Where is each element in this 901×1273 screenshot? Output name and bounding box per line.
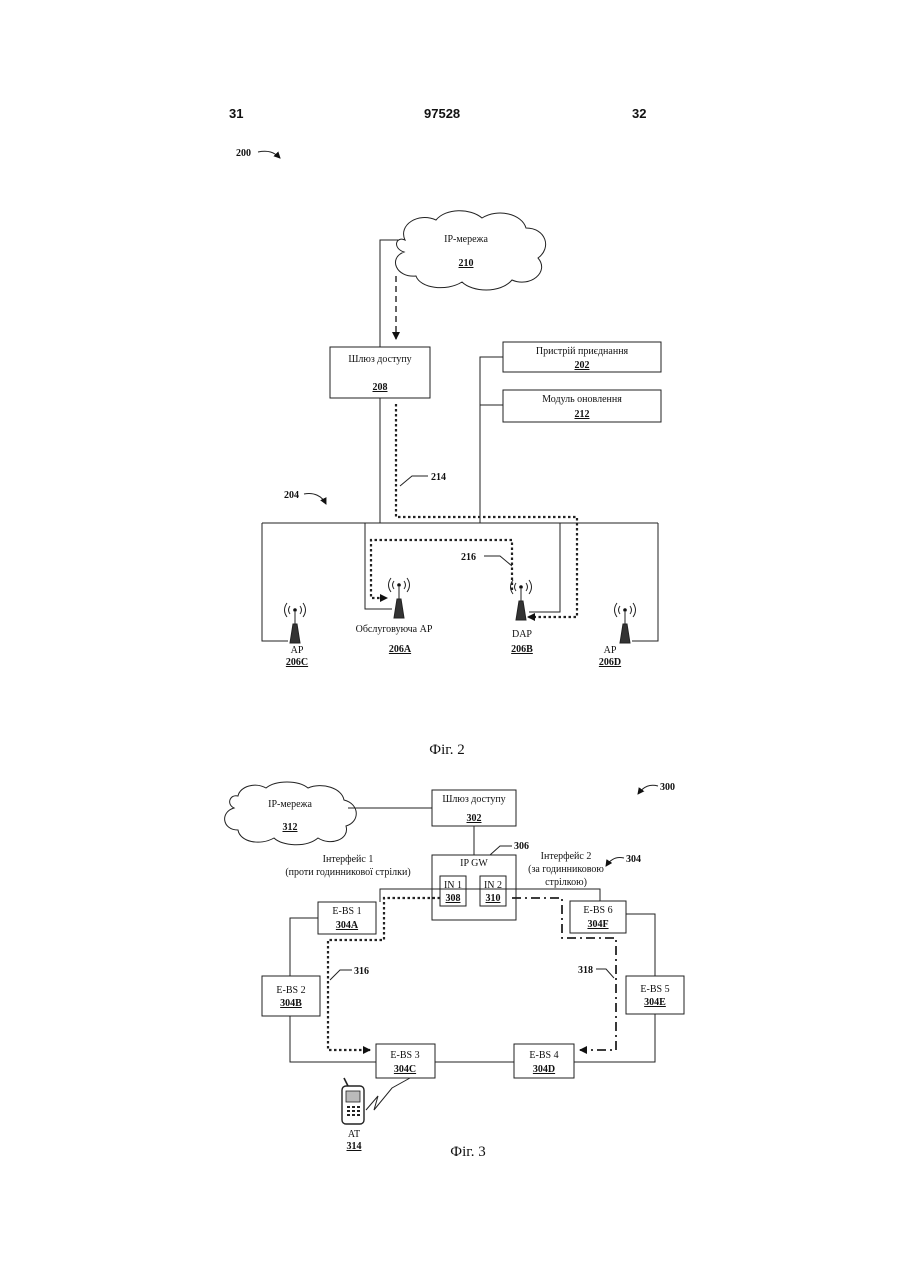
ebs-6-number: 304F [587, 919, 608, 930]
ip-network-cloud-label: IP-мережа [444, 234, 488, 245]
path-216-label: 216 [461, 552, 476, 563]
ip-gw-number-leader [490, 846, 512, 855]
ip-gw-number: 306 [514, 841, 529, 852]
ring-ebs4-ebs5-link [574, 1014, 655, 1062]
ip-gw-label: IP GW [460, 858, 488, 869]
gateway-302-number: 302 [467, 813, 482, 824]
update-module-number: 212 [575, 409, 590, 420]
interface-1-label: Інтерфейс 1 [323, 854, 374, 865]
ap-206a-link [365, 523, 392, 609]
ap-206c-label: AP [291, 645, 304, 656]
ap-206a-number: 206A [389, 644, 412, 655]
interface-1-direction: (проти годинникової стрілки) [285, 867, 410, 878]
ap-206c-antenna-icon [285, 603, 306, 643]
ap-206d-number: 206D [599, 657, 621, 668]
ebs-6-label: E-BS 6 [583, 905, 612, 916]
ap-206d-antenna-icon [615, 603, 636, 643]
terminal-label: AT [348, 1129, 360, 1140]
figure-2: 200 IP-мережа 210 Шлюз доступу 208 Прист… [236, 148, 661, 758]
fig3-ref-label: 300 [660, 782, 675, 793]
ebs-1-number: 304A [336, 920, 359, 931]
ebs-1-label: E-BS 1 [332, 906, 361, 917]
ebs-2-label: E-BS 2 [276, 985, 305, 996]
ap-206a-label: Обслуговуюча AP [356, 624, 433, 635]
dap-206b-antenna-icon [511, 580, 532, 620]
attach-device-link [480, 357, 503, 523]
gateway-302-label: Шлюз доступу [442, 794, 505, 805]
interface-2-label: Інтерфейс 2 [541, 851, 592, 862]
ap-206c-link [262, 523, 288, 641]
interface-2-direction-cont: стрілкою) [545, 877, 587, 888]
path-214-label: 214 [431, 472, 446, 483]
path-216-leader [484, 556, 512, 566]
ap-206b-link [529, 523, 560, 612]
wireless-link-icon [366, 1078, 410, 1110]
path-316-label: 316 [354, 966, 369, 977]
fig3-caption: Фіг. 3 [450, 1144, 485, 1160]
ebs-2-number: 304B [280, 998, 302, 1009]
signal-path-214 [396, 404, 577, 617]
ebs-5-label: E-BS 5 [640, 984, 669, 995]
fig2-network-ref-label: 204 [284, 490, 299, 501]
ap-206d-link [632, 523, 658, 641]
attach-device-number: 202 [575, 360, 590, 371]
fig3-cloud-number: 312 [283, 822, 298, 833]
fig3-cloud-label: IP-мережа [268, 799, 312, 810]
ring-ebs5-ebs6-link [626, 914, 655, 976]
dap-206b-label: DAP [512, 629, 532, 640]
path-214-leader [400, 476, 428, 486]
ebs-3-label: E-BS 3 [390, 1050, 419, 1061]
ap-206a-antenna-icon [389, 578, 410, 618]
figure-3: 300 IP-мережа 312 Шлюз доступу 302 IP GW… [225, 782, 684, 1160]
ring-ebs1-ebs2-link [290, 918, 318, 976]
terminal-number: 314 [347, 1141, 362, 1152]
ebs-5-box-304e [626, 976, 684, 1014]
ip-network-cloud-210 [395, 211, 545, 290]
ebs-2-box-304b [262, 976, 320, 1016]
fig2-caption: Фіг. 2 [429, 742, 464, 758]
ring-ref-arrow [606, 857, 624, 866]
access-gateway-number: 208 [373, 382, 388, 393]
ip-network-cloud-number: 210 [459, 258, 474, 269]
path-318-leader [596, 969, 614, 978]
ap-206d-label: AP [604, 645, 617, 656]
interface-2-direction: (за годинниковою [528, 864, 604, 875]
fig2-ref-label: 200 [236, 148, 251, 159]
update-module-label: Модуль оновлення [542, 394, 622, 405]
fig2-network-ref-arrow [304, 493, 326, 504]
access-gateway-label: Шлюз доступу [348, 354, 411, 365]
ebs-4-label: E-BS 4 [529, 1050, 558, 1061]
mobile-phone-icon [342, 1078, 364, 1124]
ap-206c-number: 206C [286, 657, 308, 668]
path-318-label: 318 [578, 965, 593, 976]
ebs-5-number: 304E [644, 997, 666, 1008]
ebs-4-number: 304D [533, 1064, 555, 1075]
ring-ebs2-ebs3-link [290, 1016, 376, 1062]
ebs-3-number: 304C [394, 1064, 416, 1075]
fig2-ref-arrow [258, 151, 280, 158]
in2-number: 310 [486, 893, 501, 904]
fig3-ref-arrow [638, 785, 658, 794]
dap-206b-number: 206B [511, 644, 533, 655]
ip-network-cloud-312 [225, 782, 357, 845]
in1-number: 308 [446, 893, 461, 904]
attach-device-label: Пристрій приєднання [536, 346, 629, 357]
signal-path-216 [371, 540, 512, 598]
ring-ref-label: 304 [626, 854, 641, 865]
path-316-leader [330, 970, 352, 980]
